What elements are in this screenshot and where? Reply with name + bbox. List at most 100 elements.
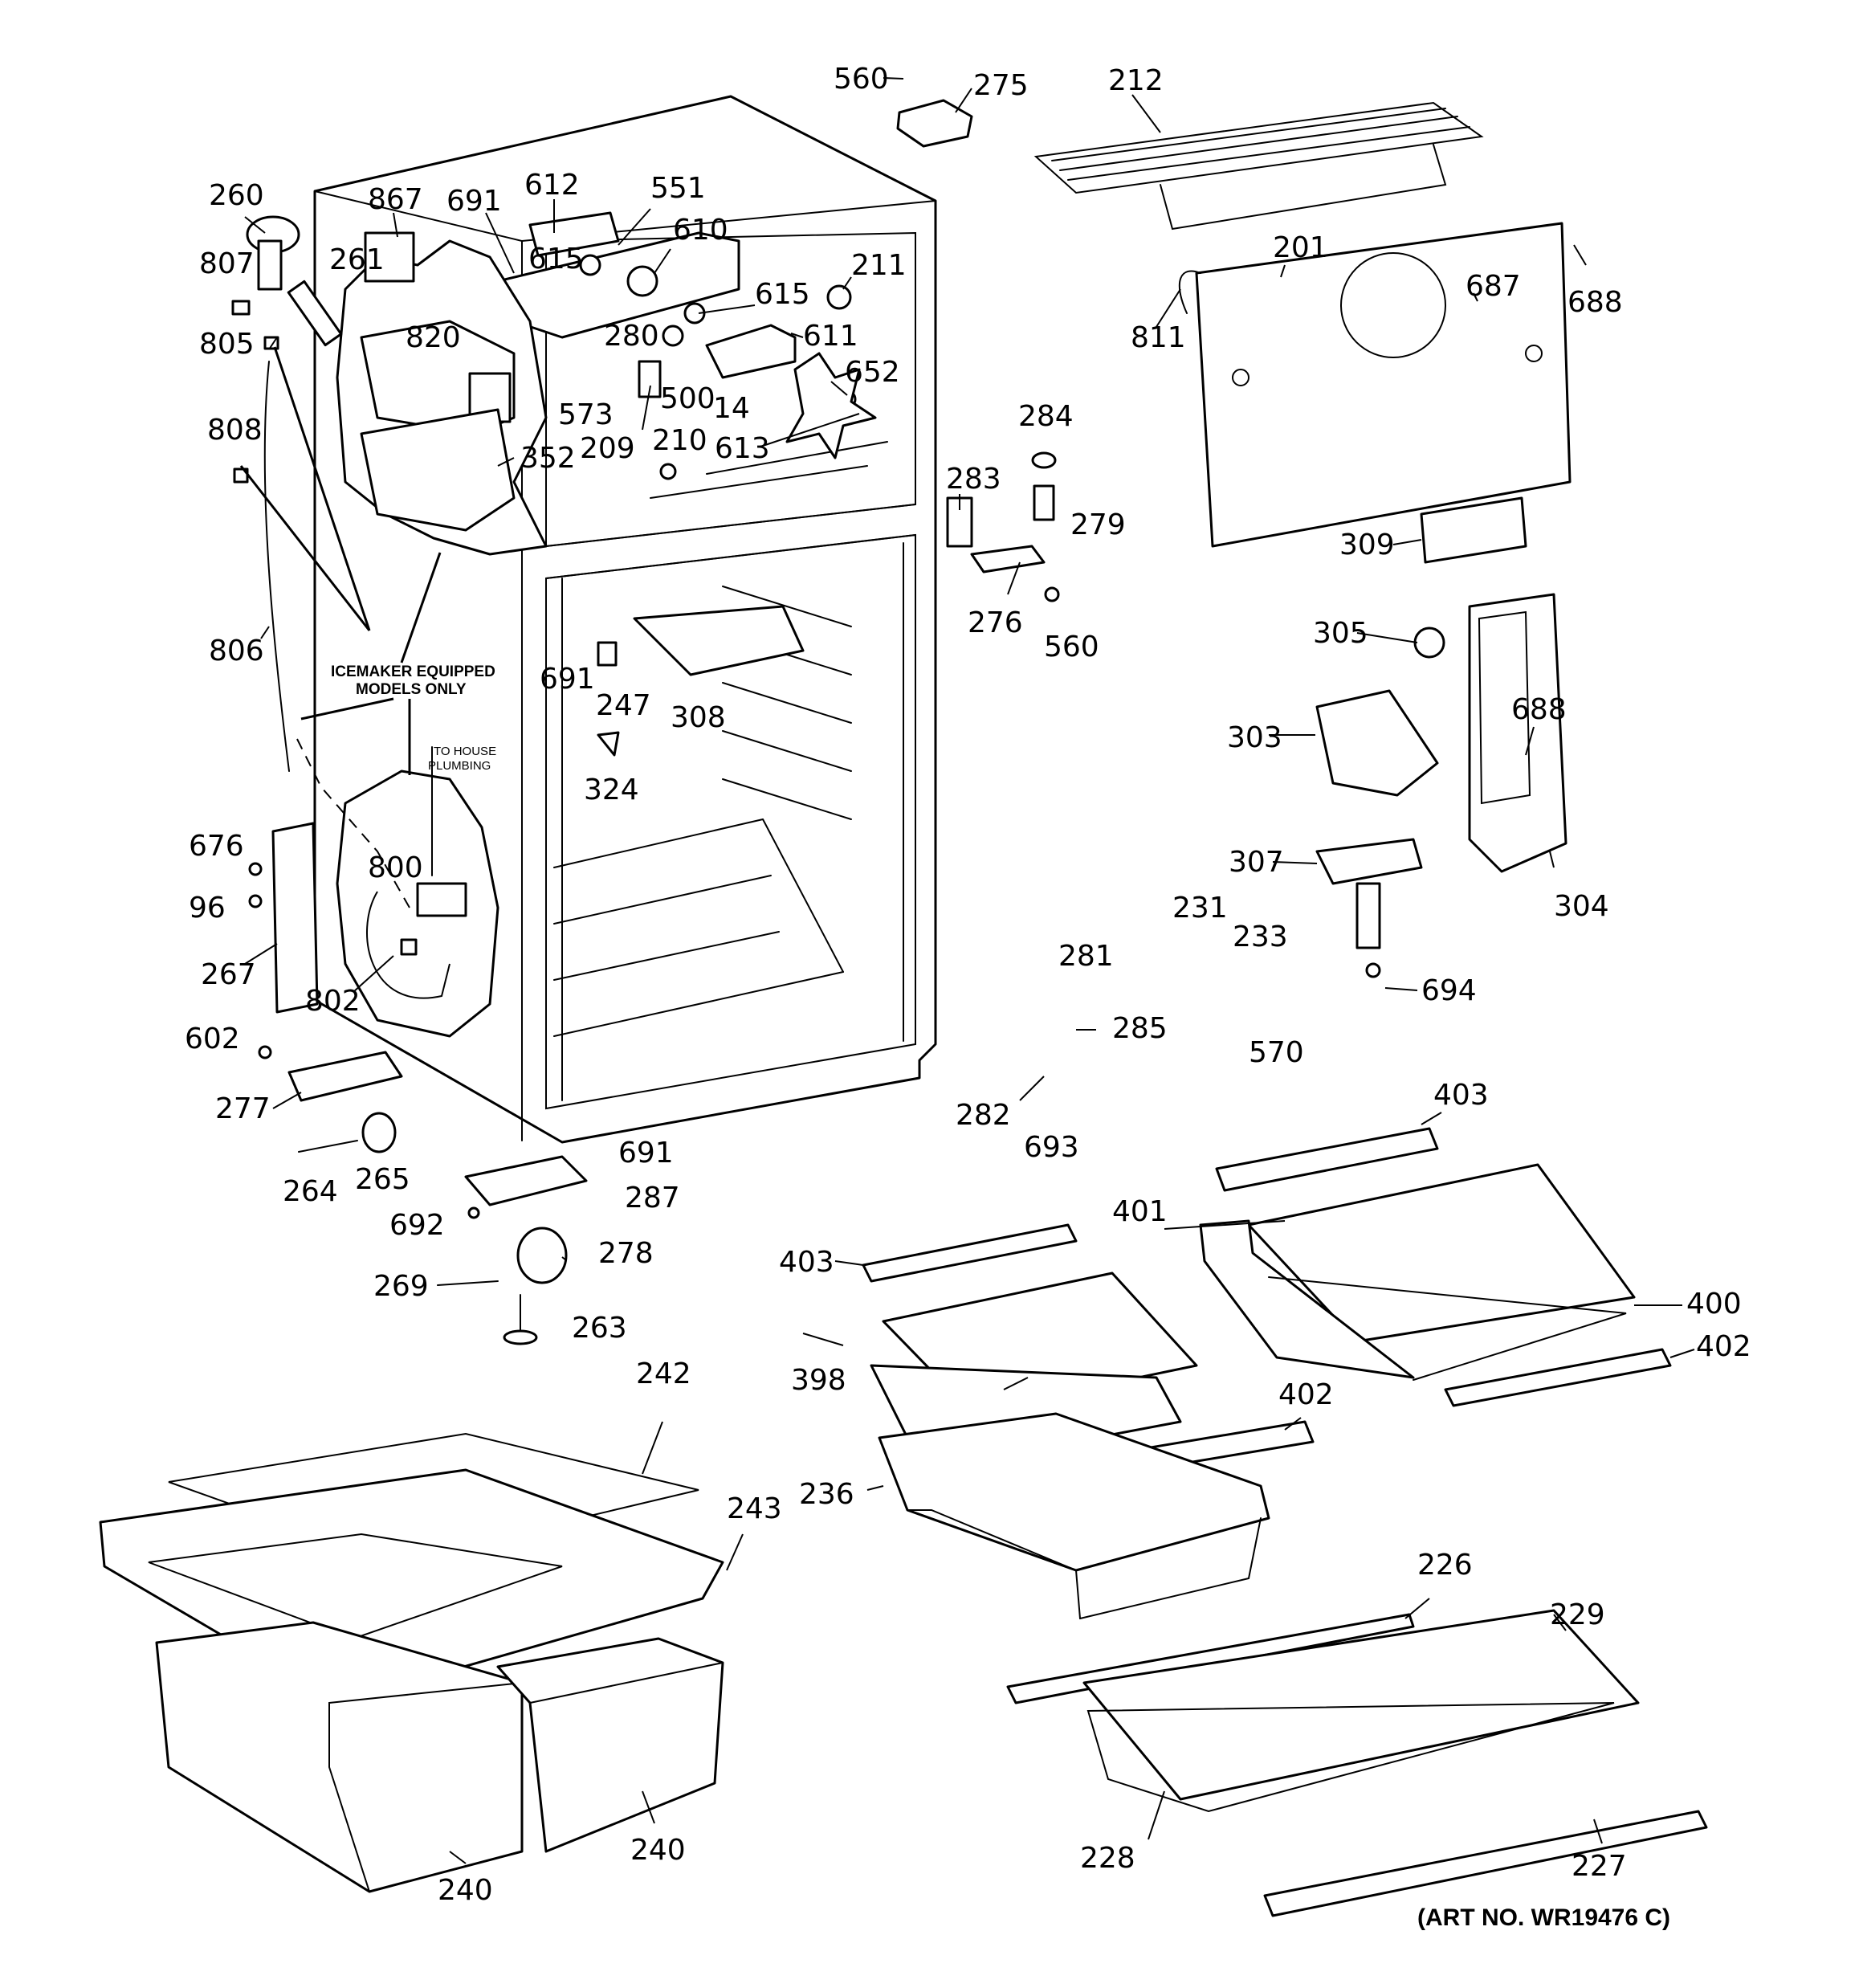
label-693: 693 xyxy=(1024,1131,1079,1164)
icemaker-note-line2: MODELS ONLY xyxy=(356,681,467,698)
note-arrows xyxy=(239,346,442,908)
label-615-left: 615 xyxy=(528,243,584,276)
label-688-mid: 688 xyxy=(1511,693,1567,726)
label-805: 805 xyxy=(199,328,255,361)
plumbing-note-line2: PLUMBING xyxy=(428,759,491,773)
label-236: 236 xyxy=(799,1478,854,1511)
lower-left-parts xyxy=(248,822,588,1345)
label-284: 284 xyxy=(1018,400,1074,433)
label-96: 96 xyxy=(189,892,226,925)
label-400: 400 xyxy=(1686,1288,1742,1321)
art-number: (ART NO. WR19476 C) xyxy=(1417,1904,1670,1931)
label-305: 305 xyxy=(1313,617,1368,650)
label-308: 308 xyxy=(671,701,726,734)
label-811: 811 xyxy=(1131,321,1186,354)
label-402-right: 402 xyxy=(1696,1330,1751,1363)
label-229: 229 xyxy=(1550,1598,1605,1631)
cabinet-small-parts xyxy=(231,211,877,772)
plumbing-note-line1: TO HOUSE xyxy=(434,745,496,758)
label-692: 692 xyxy=(389,1209,445,1242)
label-263: 263 xyxy=(572,1312,627,1345)
icemaker-note-line1: ICEMAKER EQUIPPED xyxy=(331,663,495,680)
label-303: 303 xyxy=(1227,721,1282,754)
label-275: 275 xyxy=(973,69,1029,102)
label-691-bottom: 691 xyxy=(618,1137,674,1170)
label-398: 398 xyxy=(791,1364,846,1397)
label-307: 307 xyxy=(1229,846,1284,879)
label-211: 211 xyxy=(851,249,907,282)
label-243: 243 xyxy=(727,1492,782,1525)
label-227: 227 xyxy=(1572,1850,1627,1883)
shelves-right xyxy=(862,1127,1708,1917)
label-240-left: 240 xyxy=(438,1874,493,1907)
label-226: 226 xyxy=(1417,1549,1473,1582)
label-806: 806 xyxy=(209,635,264,667)
label-276: 276 xyxy=(968,606,1023,639)
label-403-right: 403 xyxy=(1433,1079,1489,1112)
label-560-top: 560 xyxy=(834,63,889,96)
label-283: 283 xyxy=(946,463,1001,496)
top-right-parts xyxy=(896,99,1572,978)
label-403-left: 403 xyxy=(779,1246,834,1279)
label-247: 247 xyxy=(596,689,651,722)
label-500: 500 xyxy=(660,382,715,415)
part-labels: 560 275 212 260 867 691 612 551 610 615 … xyxy=(185,63,1751,1907)
label-573: 573 xyxy=(558,398,614,431)
label-324: 324 xyxy=(584,774,639,806)
label-560-mid: 560 xyxy=(1044,631,1099,663)
label-802: 802 xyxy=(305,985,361,1018)
label-228: 228 xyxy=(1080,1842,1135,1875)
notes: ICEMAKER EQUIPPED MODELS ONLY TO HOUSE P… xyxy=(331,663,1670,1931)
label-282: 282 xyxy=(956,1099,1011,1132)
label-652: 652 xyxy=(845,356,900,389)
label-867: 867 xyxy=(368,183,423,216)
label-240-right: 240 xyxy=(630,1834,686,1867)
label-676: 676 xyxy=(189,830,244,863)
label-280: 280 xyxy=(604,320,659,353)
label-807: 807 xyxy=(199,247,255,280)
label-233: 233 xyxy=(1233,921,1288,953)
label-612: 612 xyxy=(524,169,580,202)
label-261: 261 xyxy=(329,243,385,276)
label-570: 570 xyxy=(1249,1036,1304,1069)
label-401: 401 xyxy=(1112,1195,1168,1228)
label-551: 551 xyxy=(650,172,706,205)
label-210: 210 xyxy=(652,424,707,457)
label-402-left: 402 xyxy=(1278,1378,1334,1411)
label-278: 278 xyxy=(598,1237,654,1270)
label-269: 269 xyxy=(373,1270,429,1303)
label-610: 610 xyxy=(673,214,728,247)
label-212: 212 xyxy=(1108,64,1164,97)
label-691-top: 691 xyxy=(446,185,502,218)
label-602: 602 xyxy=(185,1023,240,1055)
label-688-top: 688 xyxy=(1567,286,1623,319)
label-687: 687 xyxy=(1466,270,1521,303)
label-820: 820 xyxy=(406,321,461,354)
label-242: 242 xyxy=(636,1357,691,1390)
label-304: 304 xyxy=(1554,890,1609,923)
label-265: 265 xyxy=(355,1163,410,1196)
label-611: 611 xyxy=(803,320,858,353)
label-309: 309 xyxy=(1339,529,1395,561)
label-209: 209 xyxy=(580,432,635,465)
label-287: 287 xyxy=(625,1182,680,1214)
label-615-right: 615 xyxy=(755,278,810,311)
label-281: 281 xyxy=(1058,940,1114,973)
label-231: 231 xyxy=(1172,892,1228,925)
label-800: 800 xyxy=(368,851,423,884)
leader-lines xyxy=(244,77,1695,1864)
drawers-left xyxy=(99,1432,724,1893)
label-260: 260 xyxy=(209,179,264,212)
label-14: 14 xyxy=(713,392,750,425)
label-285: 285 xyxy=(1112,1012,1168,1045)
label-808: 808 xyxy=(207,414,263,447)
label-694: 694 xyxy=(1421,974,1477,1007)
label-264: 264 xyxy=(283,1175,338,1208)
label-277: 277 xyxy=(215,1092,271,1125)
label-691-mid: 691 xyxy=(540,663,595,696)
label-613: 613 xyxy=(715,432,770,465)
label-352: 352 xyxy=(520,442,576,475)
label-267: 267 xyxy=(201,958,256,991)
label-279: 279 xyxy=(1070,508,1126,541)
